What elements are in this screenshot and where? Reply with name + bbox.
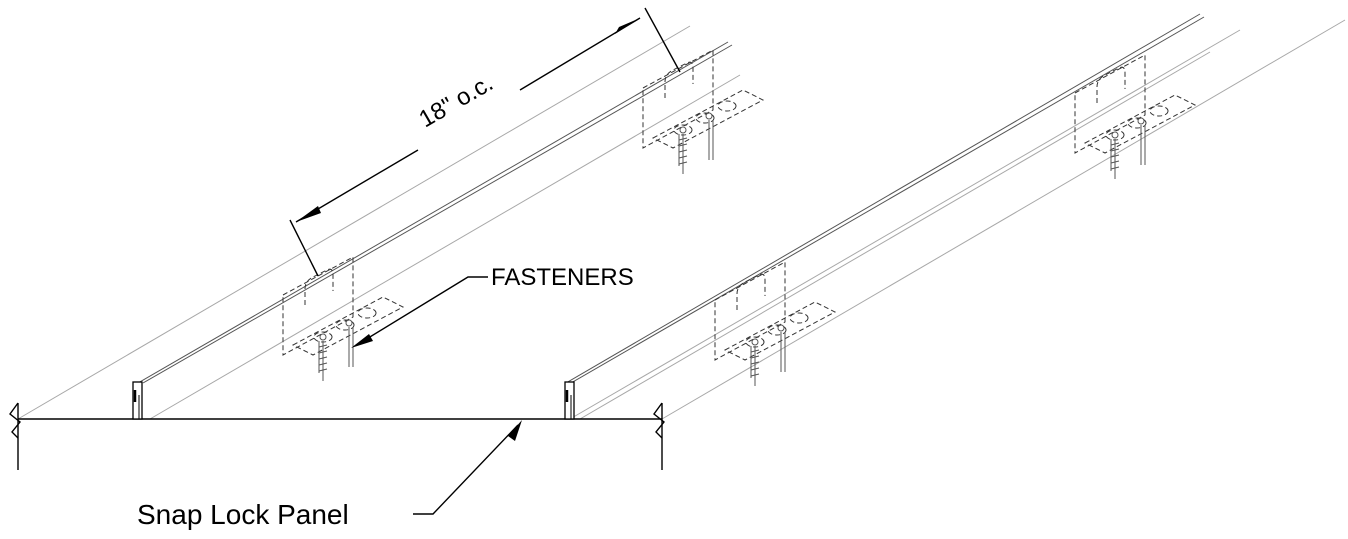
panel-receding-lines bbox=[17, 13, 1346, 420]
panel-seam-left bbox=[132, 381, 143, 420]
fasteners-label: FASTENERS bbox=[491, 264, 634, 291]
clip-fastener-2 bbox=[642, 49, 764, 175]
spacing-label: 18" o.c. bbox=[415, 70, 498, 134]
panel-front-edge bbox=[9, 402, 665, 470]
clip-fastener-4 bbox=[1074, 54, 1196, 180]
panel-label: Snap Lock Panel bbox=[137, 499, 349, 530]
panel-leader bbox=[413, 420, 522, 515]
panel-seam-middle bbox=[564, 381, 575, 420]
clip-fastener-1 bbox=[282, 256, 404, 382]
dimension-spacing bbox=[289, 7, 681, 277]
fasteners-leader bbox=[351, 276, 488, 348]
